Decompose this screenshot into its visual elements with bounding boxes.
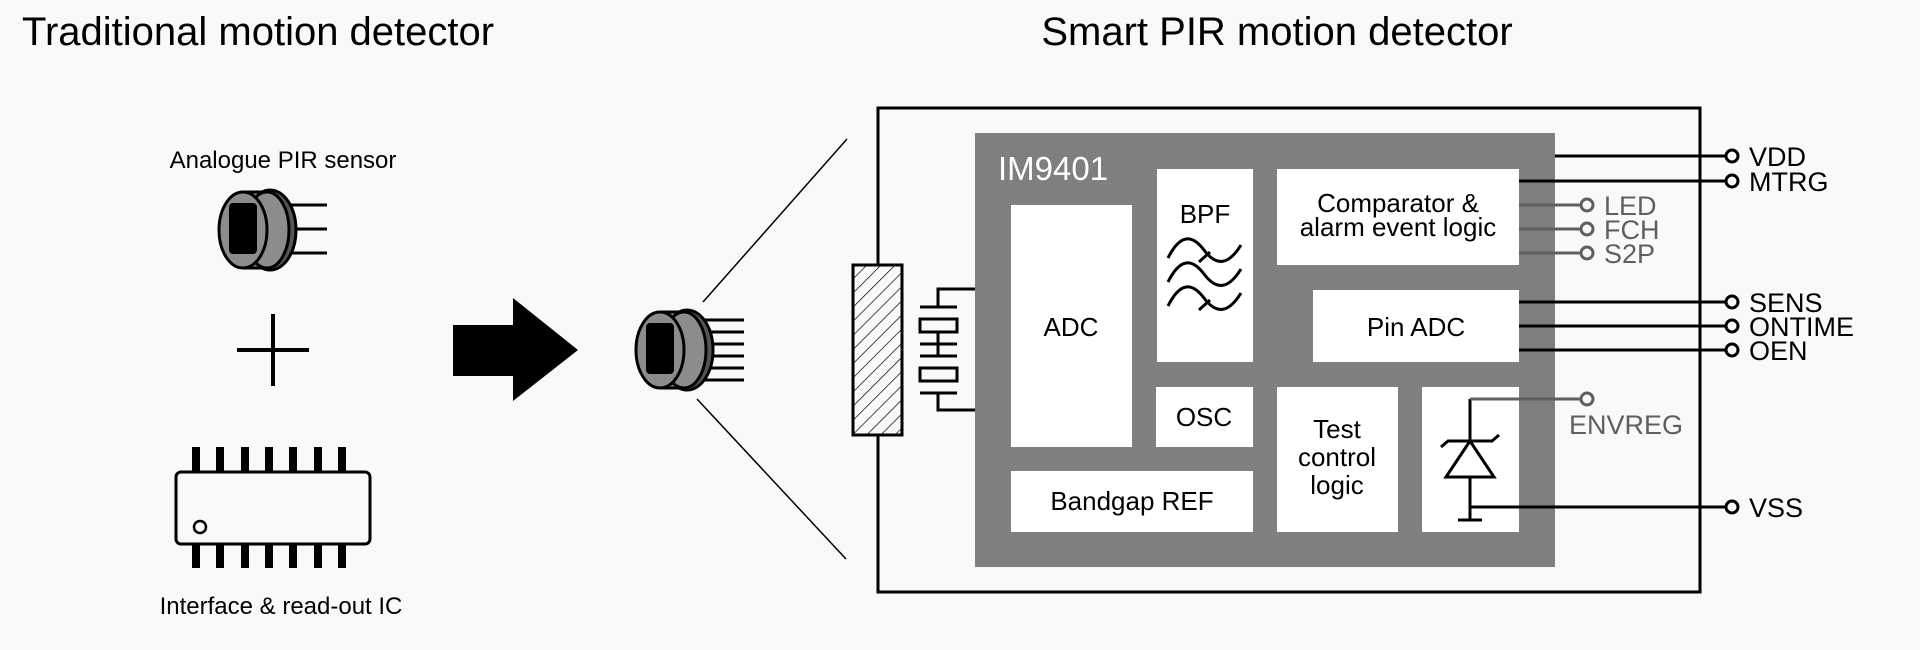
bandpass-filter-icon (1166, 237, 1243, 312)
pin-terminal-vdd (1724, 148, 1740, 164)
zoom-line-bottom (696, 398, 847, 560)
pin-label-envreg: ENVREG (1569, 410, 1683, 440)
pin-terminal-fch (1579, 221, 1595, 237)
ic-pin-bottom (265, 544, 273, 568)
ic-pin-bottom (192, 544, 200, 568)
ic-pin-top (265, 447, 273, 472)
zener-diode-icon (1440, 399, 1500, 522)
plus-icon (237, 314, 309, 386)
smart-pir-sensor-icon (634, 308, 744, 392)
test-label-line1: Test (1313, 414, 1361, 444)
pin-terminal-ontime (1724, 318, 1740, 334)
external-pin-labels: VDD MTRG SENS ONTIME OEN VSS (1749, 142, 1854, 523)
ic-pin-top (338, 447, 346, 472)
comparator-label-line2: alarm event logic (1300, 212, 1497, 242)
ic-label: Interface & read-out IC (160, 593, 403, 620)
pin-terminal-sens (1724, 294, 1740, 310)
bpf-label: BPF (1180, 199, 1231, 229)
pin-label-ontime: ONTIME (1749, 312, 1854, 342)
pin-label-sens: SENS (1749, 288, 1823, 318)
bpf-block: BPF (1157, 169, 1253, 362)
zoom-line-top (702, 138, 848, 303)
transition-arrow-icon (453, 298, 578, 401)
ic-pin-bottom (216, 544, 224, 568)
ic-pin-bottom (241, 544, 249, 568)
internal-pin-labels: LED FCH S2P ENVREG (1569, 191, 1683, 440)
test-label-line2: control (1298, 442, 1376, 472)
interface-ic-icon (174, 447, 372, 568)
test-label-line3: logic (1310, 470, 1363, 500)
ic-pin-top (314, 447, 322, 472)
pin-label-vss: VSS (1749, 493, 1803, 523)
optical-window-hatch (851, 263, 904, 437)
ic-pin-top (216, 447, 224, 472)
pin-adc-label: Pin ADC (1367, 312, 1465, 342)
regulator-block (1422, 387, 1519, 532)
comparator-block: Comparator & alarm event logic (1277, 169, 1519, 265)
pin-terminal-envreg (1579, 391, 1595, 407)
analogue-sensor-label: Analogue PIR sensor (170, 147, 397, 174)
comparator-label-line1: Comparator & (1317, 188, 1479, 218)
bandgap-label: Bandgap REF (1050, 486, 1213, 516)
analogue-pir-sensor-icon (217, 188, 327, 272)
pin-terminal-s2p (1579, 245, 1595, 261)
pin-label-oen: OEN (1749, 336, 1808, 366)
pin-label-led: LED (1604, 191, 1657, 221)
osc-block: OSC (1156, 387, 1253, 447)
ic-pin-top (289, 447, 297, 472)
pin-label-s2p: S2P (1604, 239, 1655, 269)
pin-wires (1470, 148, 1740, 515)
right-title: Smart PIR motion detector (1041, 10, 1512, 54)
ic-pin-bottom (338, 544, 346, 568)
osc-label: OSC (1176, 402, 1232, 432)
pin-terminal-mtrg (1724, 173, 1740, 189)
chip-name: IM9401 (998, 150, 1108, 187)
pin-label-mtrg: MTRG (1749, 167, 1828, 197)
bandgap-block: Bandgap REF (1011, 471, 1253, 532)
pin-terminal-vss (1724, 499, 1740, 515)
pin-terminal-led (1579, 197, 1595, 213)
pin-label-vdd: VDD (1749, 142, 1806, 172)
ic-pin-bottom (314, 544, 322, 568)
left-title: Traditional motion detector (22, 10, 494, 54)
test-control-block: Test control logic (1277, 387, 1398, 532)
ic-pin-top (192, 447, 200, 472)
pin-label-fch: FCH (1604, 215, 1660, 245)
pin-terminal-oen (1724, 342, 1740, 358)
ic-pin-bottom (289, 544, 297, 568)
pin-adc-block: Pin ADC (1313, 290, 1519, 362)
ic-pin-top (241, 447, 249, 472)
adc-label: ADC (1044, 312, 1099, 342)
adc-block: ADC (1011, 205, 1132, 447)
